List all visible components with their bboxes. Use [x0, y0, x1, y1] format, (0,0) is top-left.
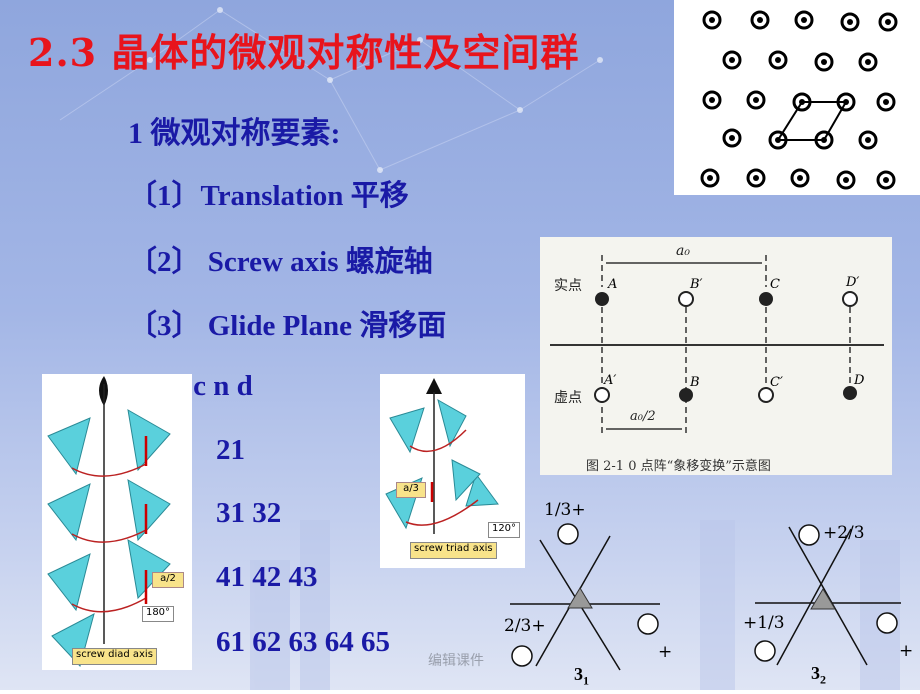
label-B-prime: B′ — [690, 277, 703, 292]
screw-triad-figure: a/3 120° screw triad axis — [380, 374, 525, 568]
sym31-label: 31 — [574, 664, 589, 689]
lattice-points — [700, 10, 898, 190]
triad-a-label: a/3 — [396, 482, 426, 498]
item-glide-plane: 〔3〕 Glide Plane 滑移面 — [128, 310, 447, 342]
label-C-prime: C′ — [770, 375, 783, 390]
label-B: B — [690, 375, 700, 390]
screw-row-3: 31 32 — [216, 497, 282, 529]
screw-diad-diagram — [47, 376, 171, 667]
item-translation: 〔1〕Translation 平移 — [128, 180, 409, 212]
label-a0: a₀ — [676, 243, 690, 259]
triad-caption: screw triad axis — [410, 542, 497, 559]
triad-angle: 120° — [488, 522, 520, 538]
translation-figure: 实点 虚点 a₀ a₀/2 A B′ C D′ A′ B C′ D 图 2-1 … — [540, 237, 892, 475]
screw-row-2: 21 — [216, 434, 245, 466]
sym31-right-label: + — [658, 642, 673, 662]
screw-row-6: 61 62 63 64 65 — [216, 626, 390, 658]
screw-diad-figure: a/2 180° screw diad axis — [42, 374, 192, 670]
sym31-sub: 1 — [583, 673, 589, 688]
label-real-point: 实点 — [554, 278, 582, 294]
item-screw-axis: 〔2〕 Screw axis 螺旋轴 — [128, 246, 433, 278]
diad-caption: screw diad axis — [72, 648, 157, 665]
diad-a-label: a/2 — [152, 572, 184, 588]
diad-angle: 180° — [142, 606, 174, 622]
figure-caption: 图 2-1 0 点阵“象移变换”示意图 — [586, 459, 771, 474]
symmetry-3-2: +2/3 +1/3 + 32 — [735, 515, 920, 690]
label-D-prime: D′ — [846, 275, 860, 290]
footer-note: 编辑课件 — [428, 652, 484, 668]
label-A-prime: A′ — [604, 373, 617, 388]
label-C: C — [770, 277, 780, 292]
sym31-mid-label: 2/3+ — [504, 616, 546, 636]
sym31-main: 3 — [574, 664, 583, 684]
translation-diagram — [550, 255, 884, 435]
sym32-mid-label: +1/3 — [743, 613, 785, 633]
symmetry-3-1: 1/3+ 2/3+ + 31 — [500, 500, 690, 690]
sym31-top-label: 1/3+ — [544, 500, 586, 520]
label-D: D — [854, 373, 865, 388]
sym32-top-label: +2/3 — [823, 523, 865, 543]
sym32-right-label: + — [899, 641, 914, 661]
sym32-label: 32 — [811, 663, 826, 688]
sym32-main: 3 — [811, 663, 820, 683]
lattice-image — [674, 0, 920, 195]
sym32-sub: 2 — [820, 672, 826, 687]
screw-row-4: 41 42 43 — [216, 561, 318, 593]
label-a0-half: a₀/2 — [630, 409, 656, 424]
section-heading: 1 微观对称要素: — [128, 117, 341, 150]
slide-title: 2.3 晶体的微观对称性及空间群 — [28, 30, 580, 75]
label-virtual-point: 虚点 — [554, 390, 582, 406]
symmetry-3-1-diagram — [510, 523, 660, 671]
symmetry-3-2-diagram — [754, 524, 901, 666]
label-A: A — [608, 277, 618, 292]
